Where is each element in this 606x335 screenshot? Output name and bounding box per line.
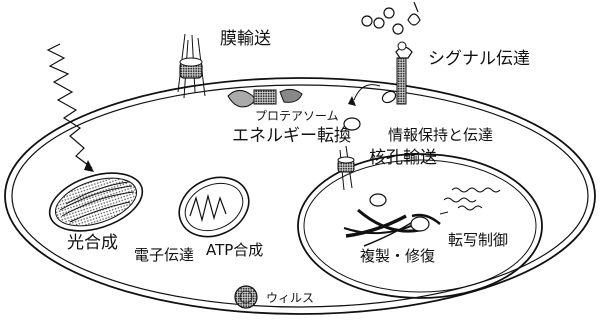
label-replication-repair: 複製・修復 [360, 249, 435, 264]
label-proteasome: プロテアソーム [255, 110, 339, 122]
receptor [396, 42, 412, 104]
virus-particle [235, 286, 257, 308]
light-wave [48, 44, 92, 168]
nuclear-pore [338, 146, 354, 190]
label-nuclear-pore-transport: 核孔輸送 [369, 150, 437, 167]
label-signal-transduction: シグナル伝達 [428, 51, 530, 68]
label-electron-transport: 電子伝達 [134, 248, 194, 263]
signal-molecules [362, 2, 420, 34]
mitochondrion [170, 166, 259, 247]
label-photosynthesis: 光合成 [67, 235, 118, 252]
label-atp-synthesis: ATP合成 [206, 243, 263, 258]
label-transcription-control: 転写制御 [448, 233, 508, 248]
label-energy-conversion: エネルギー転換 [232, 128, 351, 145]
proteasome-blob [228, 89, 302, 106]
label-info-retention: 情報保持と伝達 [388, 128, 493, 143]
label-membrane-transport: 膜輸送 [220, 31, 271, 48]
chloroplast [42, 162, 149, 241]
label-virus: ウィルス [266, 292, 314, 304]
mrna-squiggles [440, 188, 500, 214]
